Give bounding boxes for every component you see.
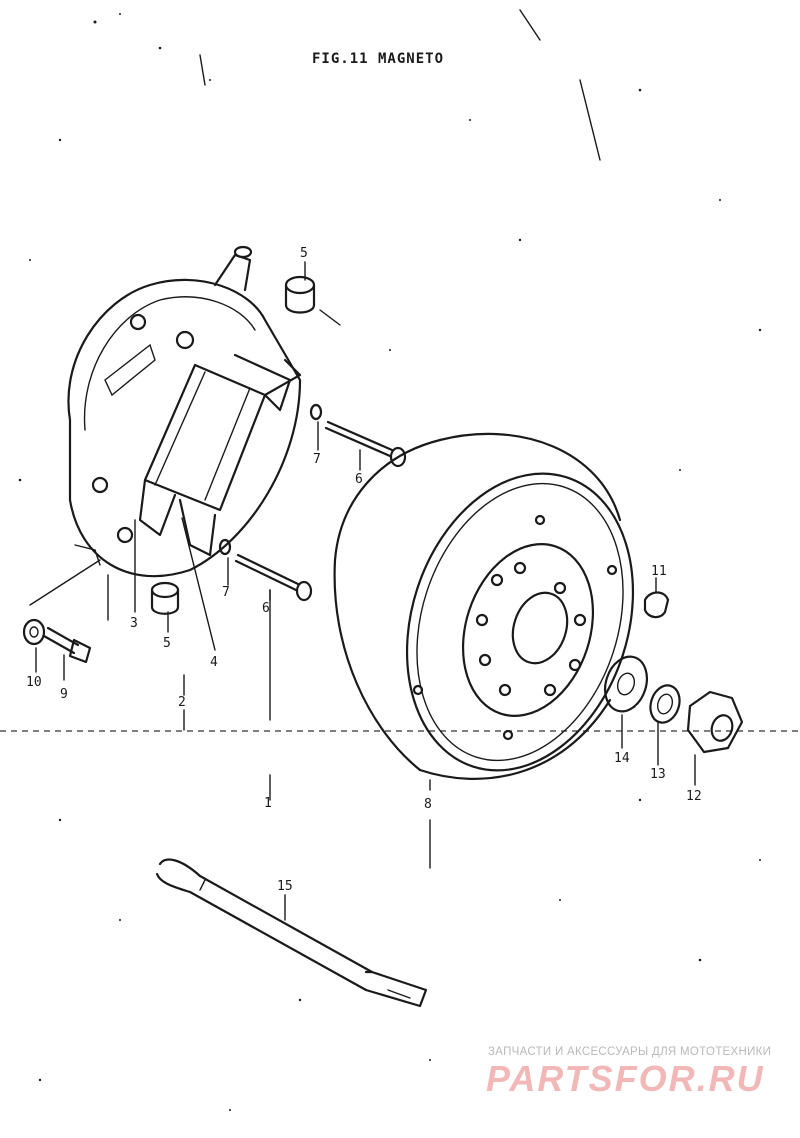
washer-lower [218,538,232,556]
callout-8: 8 [424,797,432,812]
scan-noise [18,9,762,1111]
callout-10: 10 [26,675,42,690]
stator-base-plate [67,245,302,578]
callout-6-lower: 6 [262,601,270,616]
coil-screw-upper [324,420,407,468]
callout-labels: 1 2 3 4 5 5 6 6 7 7 8 9 10 11 12 13 14 1… [26,246,702,894]
callout-4: 4 [210,655,218,670]
callout-2: 2 [178,695,186,710]
spacer-collar-lower [150,581,180,615]
callout-7-lower: 7 [222,585,230,600]
woodruff-key [643,591,670,619]
callout-1: 1 [264,796,272,811]
flat-washer-small [22,618,46,646]
callout-11: 11 [651,564,667,579]
flat-washer-large [604,655,648,713]
flywheel-rotor [333,432,635,780]
callout-5-upper: 5 [300,246,308,261]
coil-screw-lower [234,553,313,602]
spring-lock-washer [649,684,681,724]
leader-lines [29,261,696,921]
callout-5-lower: 5 [163,636,171,651]
callout-14: 14 [614,751,630,766]
hex-nut [686,690,744,754]
watermark-tagline: ЗАПЧАСТИ И АКСЕССУАРЫ ДЛЯ МОТОТЕХНИКИ [488,1046,772,1058]
callout-3: 3 [130,616,138,631]
callout-15: 15 [277,879,293,894]
callout-7-upper: 7 [313,452,321,467]
rotor-holder-tool [155,858,428,1008]
watermark-brand-logo: PARTSFOR.RU [486,1058,765,1099]
ignition-coils [138,353,302,557]
spacer-collar-upper [284,275,316,314]
mounting-bolt [42,626,92,664]
figure-title: FIG.11 MAGNETO [312,51,444,67]
callout-13: 13 [650,767,666,782]
callout-12: 12 [686,789,702,804]
callout-9: 9 [60,687,68,702]
callout-6-upper: 6 [355,472,363,487]
washer-upper [309,403,323,421]
